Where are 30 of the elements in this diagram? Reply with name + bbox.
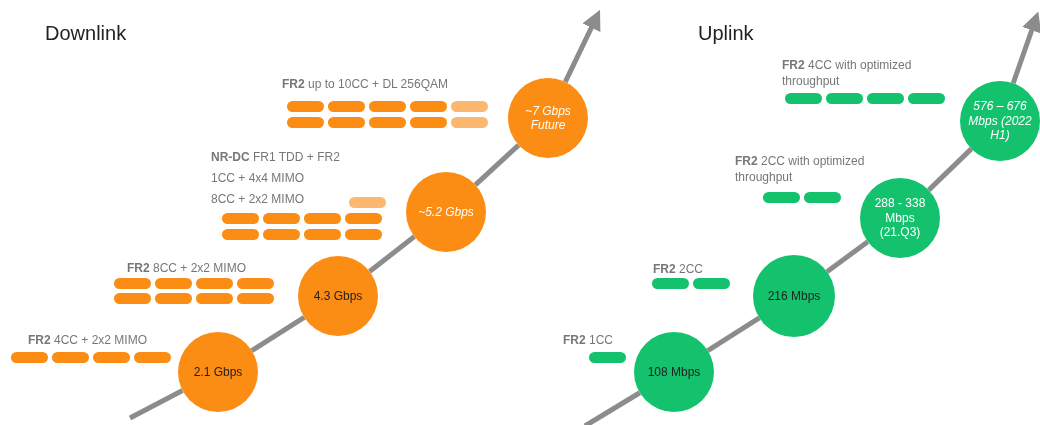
speed-label: 108 Mbps — [646, 364, 702, 380]
connector-line — [1010, 11, 1040, 85]
feature-label: 8CC + 2x2 MIMO — [211, 192, 306, 208]
speed-label: 4.3 Gbps — [312, 288, 364, 304]
feature-label: 1CC + 4x4 MIMO — [211, 171, 306, 187]
connector-line — [473, 143, 521, 187]
speed-label: 2.1 Gbps — [192, 364, 244, 380]
connector-line — [825, 239, 870, 274]
feature-label: FR2 4CC with optimized throughput — [782, 58, 913, 90]
section-heading: Uplink — [698, 21, 755, 46]
feature-label: FR2 4CC + 2x2 MIMO — [28, 333, 149, 349]
feature-label: FR2 2CC — [653, 262, 704, 278]
feature-label: FR2 up to 10CC + DL 256QAM — [282, 77, 449, 93]
feature-label: NR-DC FR1 TDD + FR2 — [211, 150, 341, 166]
connector-line — [250, 315, 306, 353]
feature-label: FR2 1CC — [563, 333, 614, 349]
speed-label: 576 – 676 Mbps (2022 H1) — [967, 99, 1033, 143]
speed-label: 288 - 338 Mbps (21.Q3) — [873, 196, 927, 240]
section-heading: Downlink — [45, 21, 128, 46]
speed-label: ~7 Gbps Future — [524, 103, 572, 133]
connector-line — [706, 315, 761, 353]
speed-label: 216 Mbps — [766, 288, 822, 304]
feature-label: FR2 8CC + 2x2 MIMO — [127, 261, 248, 277]
feature-label: FR2 2CC with optimized throughput — [735, 154, 866, 186]
connector-line — [563, 9, 601, 84]
connector-line — [926, 147, 974, 192]
connector-line — [583, 390, 642, 425]
connector-line — [368, 234, 416, 274]
connector-line — [128, 388, 184, 421]
speed-label: ~5.2 Gbps — [417, 204, 475, 220]
